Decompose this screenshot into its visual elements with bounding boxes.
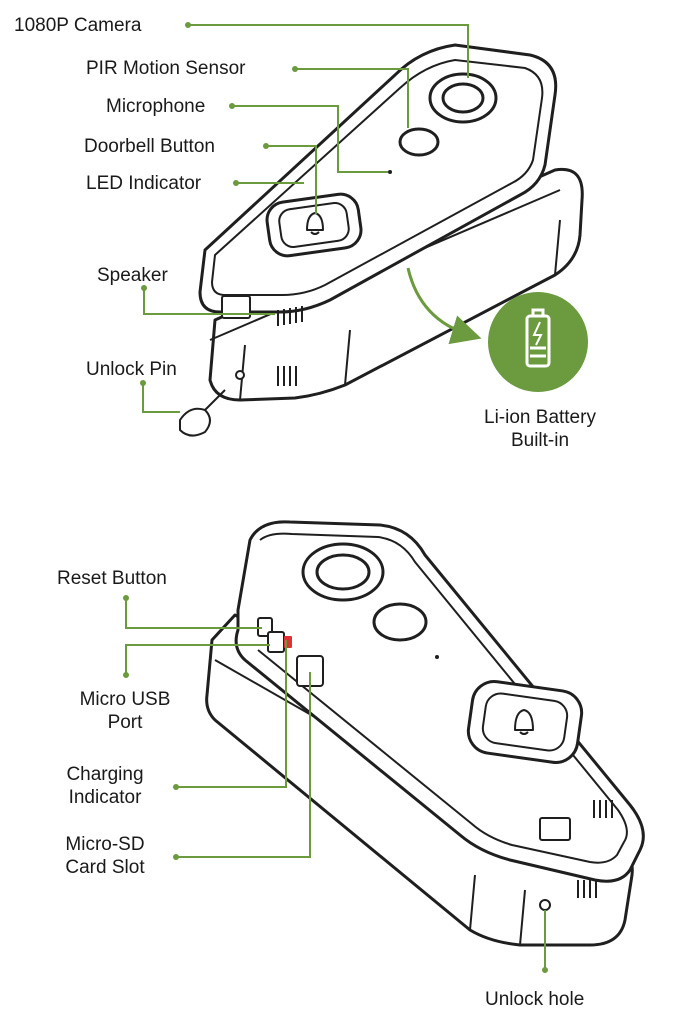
front-view-illustration [179, 43, 584, 437]
microphone-hole [388, 170, 392, 174]
label-unlock-pin: Unlock Pin [86, 359, 177, 380]
speaker-grille [277, 306, 303, 326]
side-bell-icon [514, 709, 534, 735]
label-reset-button: Reset Button [57, 568, 167, 589]
label-micro-sd: Micro-SD Card Slot [40, 833, 170, 879]
label-microphone: Microphone [106, 96, 206, 117]
label-charging-line1: Charging [66, 764, 144, 785]
battery-arrow [406, 267, 482, 345]
side-view-illustration [205, 520, 645, 947]
label-unlock-hole: Unlock hole [485, 989, 585, 1010]
label-battery-line2: Built-in [510, 430, 570, 451]
label-charging-line2: Indicator [68, 787, 142, 808]
label-micro-usb: Micro USB Port [55, 688, 195, 734]
usb-port [267, 631, 285, 653]
label-led-indicator: LED Indicator [86, 173, 202, 194]
label-usb-line2: Port [107, 712, 143, 733]
label-battery-line1: Li-ion Battery [484, 407, 596, 428]
front-leader-lines [142, 24, 469, 413]
side-front-cover [234, 520, 645, 883]
side-pir-sensor [372, 602, 428, 642]
label-speaker: Speaker [97, 265, 168, 286]
label-battery: Li-ion Battery Built-in [455, 406, 625, 452]
label-doorbell-button: Doorbell Button [84, 136, 215, 157]
label-pir-sensor: PIR Motion Sensor [86, 58, 246, 79]
battery-charging-icon [525, 308, 551, 368]
unlock-hole-shape [539, 899, 551, 911]
label-camera: 1080P Camera [14, 15, 142, 36]
side-leader-lines [125, 598, 546, 970]
unlock-pin-shape [179, 389, 226, 437]
label-sd-line2: Card Slot [65, 857, 145, 878]
pir-sensor [398, 127, 440, 157]
label-sd-line1: Micro-SD [65, 834, 145, 855]
label-charging-indicator: Charging Indicator [40, 763, 170, 809]
label-usb-line1: Micro USB [79, 689, 171, 710]
